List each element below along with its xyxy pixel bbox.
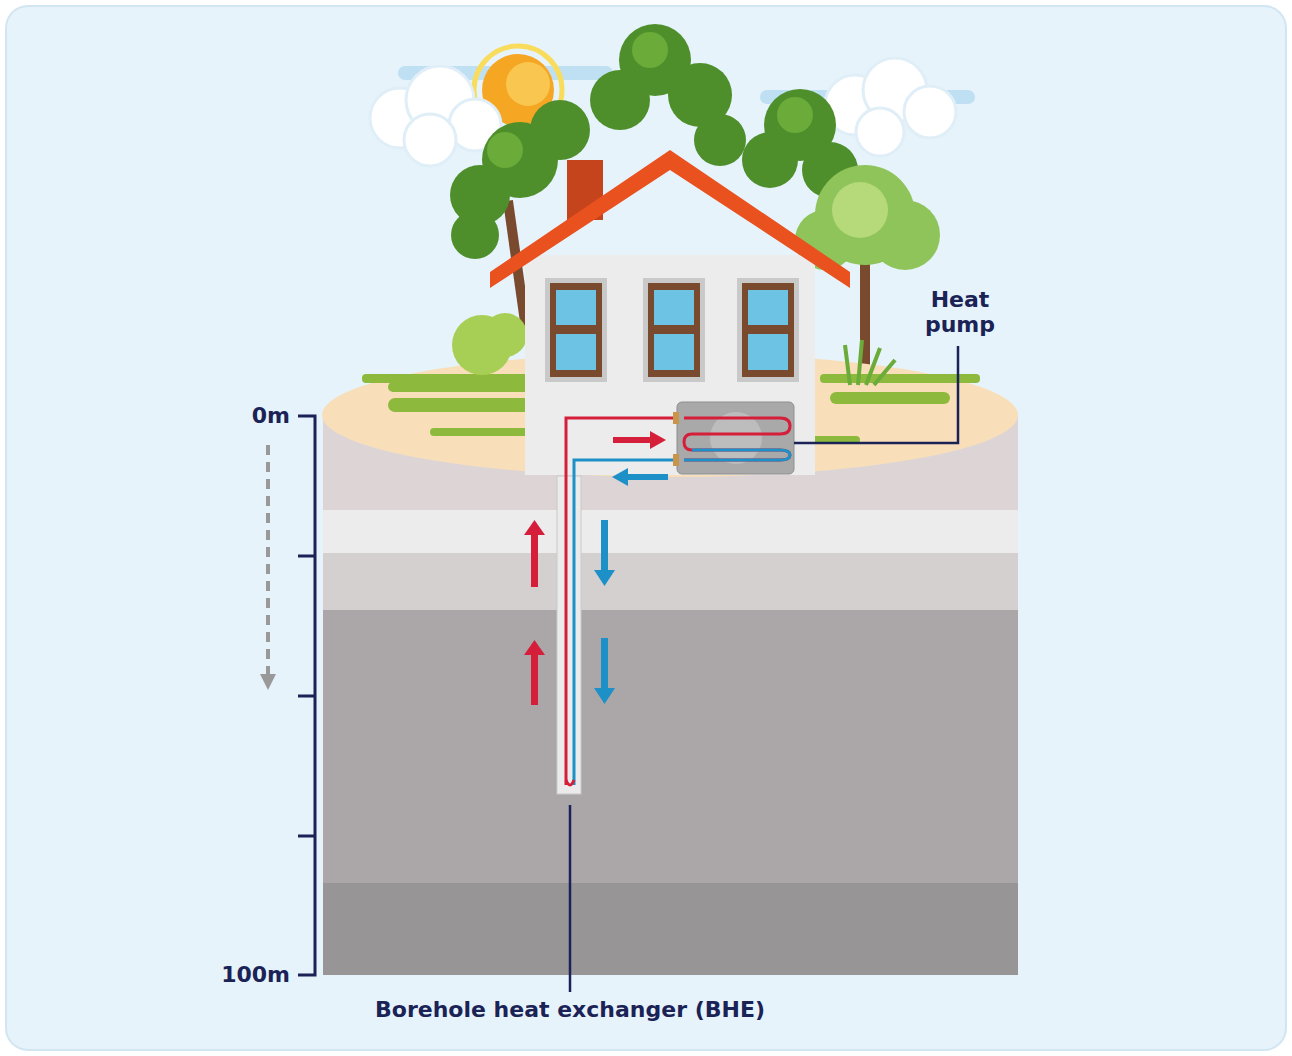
depth-label: 0m: [252, 403, 290, 428]
component-label: Heat pump: [915, 287, 1005, 338]
depth-label: 100m: [221, 962, 290, 987]
component-label: Borehole heat exchanger (BHE): [375, 997, 765, 1022]
